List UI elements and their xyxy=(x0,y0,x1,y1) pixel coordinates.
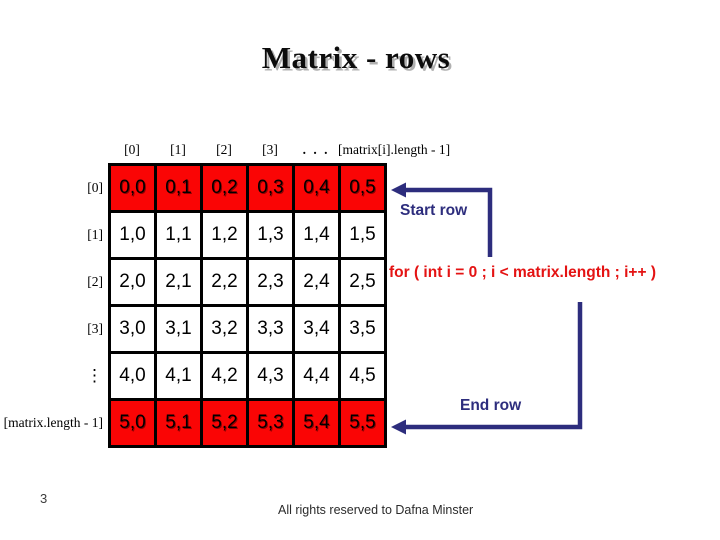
matrix-cell: 4,1 xyxy=(157,354,200,398)
matrix-row-header: [1] xyxy=(87,227,103,242)
matrix-cell: 5,4 xyxy=(295,401,338,445)
matrix-cell: 1,2 xyxy=(203,213,246,257)
matrix-cell: 4,3 xyxy=(249,354,292,398)
matrix-cell: 1,1 xyxy=(157,213,200,257)
matrix-cell: 0,1 xyxy=(157,166,200,210)
matrix-cell: 0,2 xyxy=(203,166,246,210)
matrix-cell: 4,4 xyxy=(295,354,338,398)
matrix-cell: 1,0 xyxy=(111,213,154,257)
footer-copyright: All rights reserved to Dafna Minster xyxy=(278,503,474,517)
matrix-cell: 5,5 xyxy=(341,401,384,445)
for-statement: for ( int i = 0 ; i < matrix.length ; i+… xyxy=(389,264,656,281)
matrix-cell: 1,4 xyxy=(295,213,338,257)
matrix-cell: 3,1 xyxy=(157,307,200,351)
end-row-label: End row xyxy=(460,397,522,414)
matrix-row-header: [matrix.length - 1] xyxy=(3,415,103,430)
matrix-cell: 2,0 xyxy=(111,260,154,304)
matrix-cell: 4,0 xyxy=(111,354,154,398)
matrix-row-header: [3] xyxy=(87,321,103,336)
matrix-cell: 3,0 xyxy=(111,307,154,351)
matrix-column-header: [2] xyxy=(216,142,232,157)
page-title: Matrix - rows xyxy=(261,40,451,75)
matrix-cell: 4,2 xyxy=(203,354,246,398)
matrix-cell: 1,3 xyxy=(249,213,292,257)
matrix-column-header: [matrix[i].length - 1] xyxy=(338,142,451,157)
matrix-cell: 0,0 xyxy=(111,166,154,210)
matrix-column-header: . . . xyxy=(302,142,330,157)
matrix-cell: 2,5 xyxy=(341,260,384,304)
matrix-cell: 2,1 xyxy=(157,260,200,304)
matrix-row-header: [0] xyxy=(87,180,103,195)
matrix-cell: 1,5 xyxy=(341,213,384,257)
matrix-cell: 5,1 xyxy=(157,401,200,445)
matrix-cell: 3,3 xyxy=(249,307,292,351)
matrix-cell: 2,3 xyxy=(249,260,292,304)
matrix-column-header: [3] xyxy=(262,142,278,157)
matrix-column-header: [0] xyxy=(124,142,140,157)
matrix-row-header: ⋮ xyxy=(86,366,103,385)
matrix-cell: 0,5 xyxy=(341,166,384,210)
matrix-cell: 3,5 xyxy=(341,307,384,351)
matrix-cell: 3,2 xyxy=(203,307,246,351)
page-number: 3 xyxy=(40,491,48,506)
matrix-cell: 0,4 xyxy=(295,166,338,210)
start-row-label: Start row xyxy=(400,202,468,219)
matrix-cell: 2,2 xyxy=(203,260,246,304)
matrix-column-header: [1] xyxy=(170,142,186,157)
matrix-cell: 4,5 xyxy=(341,354,384,398)
matrix-cell: 2,4 xyxy=(295,260,338,304)
matrix-cell: 5,3 xyxy=(249,401,292,445)
matrix-row-header: [2] xyxy=(87,274,103,289)
matrix-cell: 5,2 xyxy=(203,401,246,445)
matrix-cell: 0,3 xyxy=(249,166,292,210)
matrix-cell: 5,0 xyxy=(111,401,154,445)
matrix-cell: 3,4 xyxy=(295,307,338,351)
